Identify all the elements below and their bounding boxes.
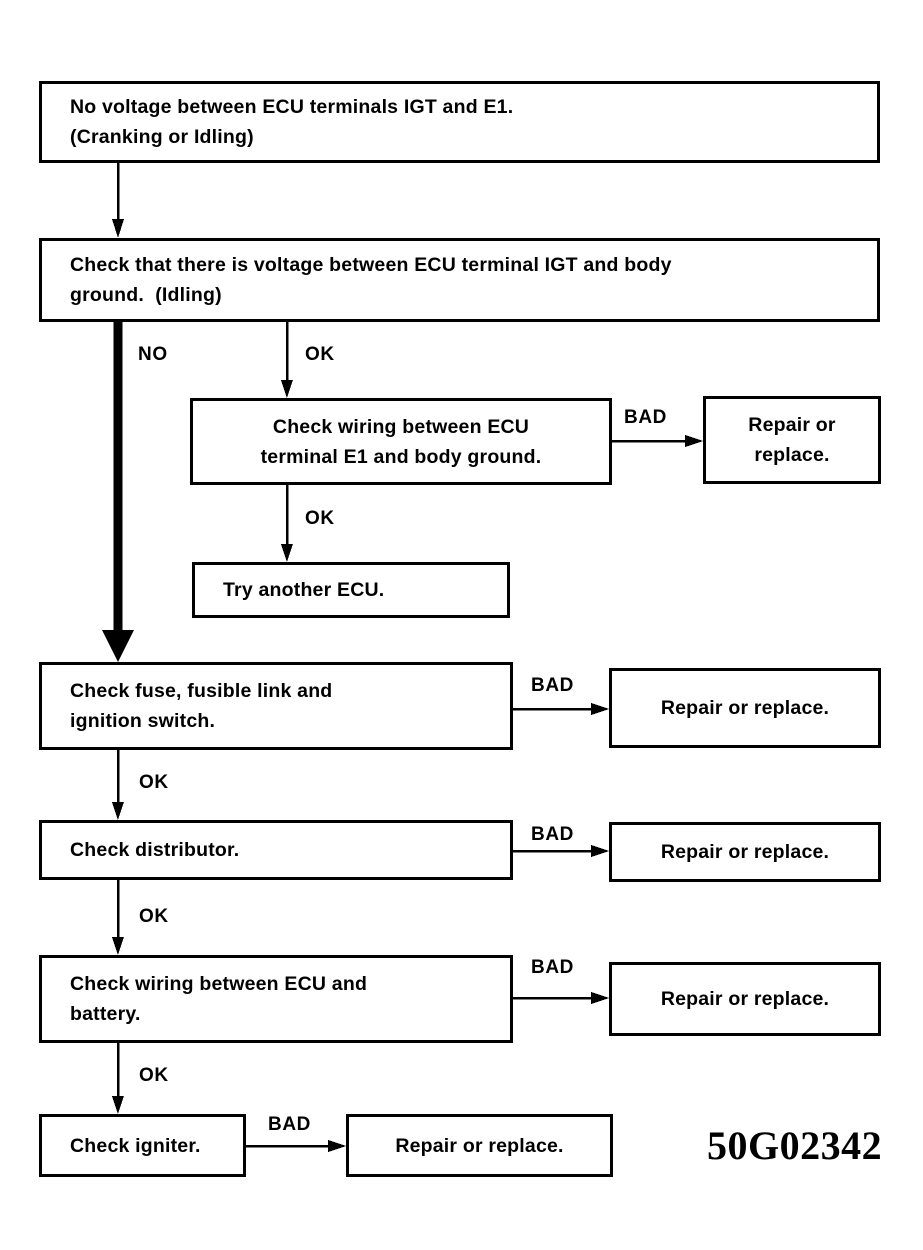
node-repair-or-replace-e1-line1: Repair or [748,414,836,436]
node-check-voltage-igt-body-ground: Check that there is voltage between ECU … [39,238,880,322]
node-check-fuse-line2: ignition switch. [70,710,216,732]
edge-label-bad-distributor: BAD [531,824,574,845]
node-check-wiring-e1-line2: terminal E1 and body ground. [260,445,542,468]
figure-id-label: 50G02342 [707,1123,883,1168]
edge-label-bad-igniter: BAD [268,1114,311,1135]
node-check-fuse-line1: Check fuse, fusible link and [70,680,333,702]
node-check-igniter: Check igniter. [39,1114,246,1177]
node-no-voltage: No voltage between ECU terminals IGT and… [39,81,880,163]
edge-label-ok-to-wiring-battery: OK [139,906,169,927]
node-try-another-ecu: Try another ECU. [192,562,510,618]
node-repair-or-replace-fuse-line1: Repair or replace. [660,697,830,719]
edge-label-bad-e1: BAD [624,407,667,428]
node-repair-or-replace-battery: Repair or replace. [609,962,881,1036]
node-repair-or-replace-igniter-line1: Repair or replace. [395,1134,564,1157]
edge-label-ok-to-igniter: OK [139,1065,169,1086]
node-check-voltage-line1: Check that there is voltage between ECU … [70,254,672,276]
node-repair-or-replace-battery-line1: Repair or replace. [660,988,830,1010]
edge-label-ok-to-try-ecu: OK [305,508,335,529]
node-repair-or-replace-distributor: Repair or replace. [609,822,881,882]
node-check-voltage-line2: ground. (Idling) [70,284,222,306]
node-check-igniter-line1: Check igniter. [70,1134,201,1157]
edge-label-no: NO [138,344,168,365]
edge-label-ok-to-distributor: OK [139,772,169,793]
node-check-distributor: Check distributor. [39,820,513,880]
edge-label-ok-to-e1: OK [305,344,335,365]
node-repair-or-replace-distributor-line1: Repair or replace. [660,841,830,863]
node-check-wiring-e1-body-ground: Check wiring between ECU terminal E1 and… [190,398,612,485]
node-check-wiring-e1-line1: Check wiring between ECU [272,415,530,438]
node-repair-or-replace-e1: Repair or replace. [703,396,881,484]
edge-label-bad-wiring: BAD [531,957,574,978]
node-no-voltage-line1: No voltage between ECU terminals IGT and… [70,96,514,118]
node-try-another-ecu-line1: Try another ECU. [223,579,385,601]
node-repair-or-replace-igniter: Repair or replace. [346,1114,613,1177]
node-check-wiring-battery-line2: battery. [70,1003,141,1025]
node-check-wiring-battery-line1: Check wiring between ECU and [70,973,368,995]
node-check-wiring-ecu-battery: Check wiring between ECU and battery. [39,955,513,1043]
node-no-voltage-line2: (Cranking or Idling) [70,126,254,148]
node-repair-or-replace-e1-line2: replace. [754,444,830,466]
node-check-fuse-fusible-link: Check fuse, fusible link and ignition sw… [39,662,513,750]
node-repair-or-replace-fuse: Repair or replace. [609,668,881,748]
node-check-distributor-line1: Check distributor. [70,839,240,861]
edge-label-bad-fuse: BAD [531,675,574,696]
